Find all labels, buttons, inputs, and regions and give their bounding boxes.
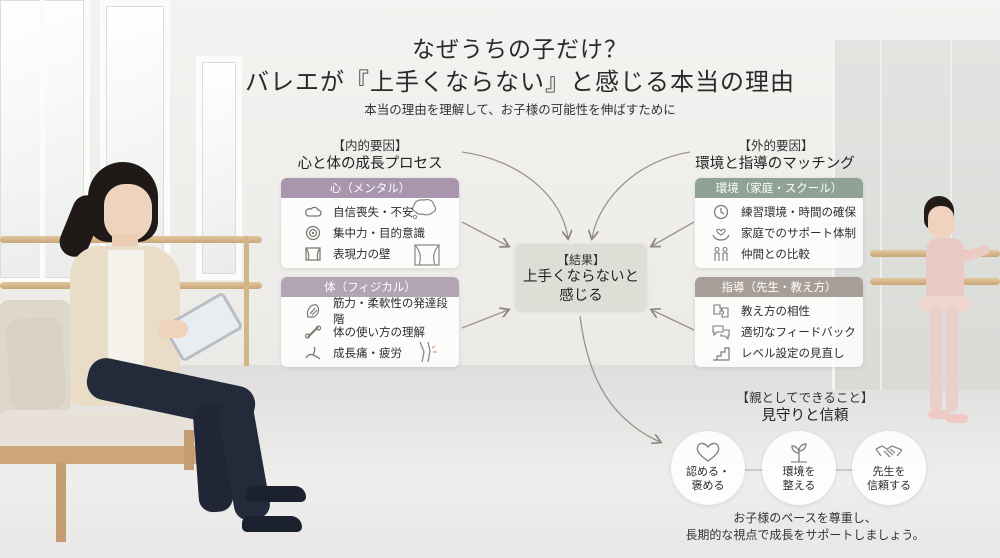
teaching-item: 適切なフィードバック	[695, 321, 863, 342]
parent-section-title: 見守りと信頼	[761, 408, 849, 424]
result-line-2: 感じる	[559, 288, 603, 304]
muscle-icon	[303, 303, 323, 319]
body-item: 成長痛・疲労	[281, 342, 459, 363]
thought-bubble-icon	[410, 198, 438, 220]
teaching-item-label: 適切なフィードバック	[741, 324, 856, 339]
sofa	[0, 410, 200, 448]
external-factors-tag: 【外的要因】	[738, 138, 814, 153]
stage-icon	[303, 246, 323, 262]
mind-item: 集中力・目的意識	[281, 222, 459, 243]
stairs-icon	[711, 345, 731, 361]
mind-item: 表現力の壁	[281, 243, 459, 264]
footer-message: お子様のペースを尊重し、 長期的な視点で成長をサポートしましょう。	[685, 511, 925, 542]
arrow-external-title-to-result	[592, 151, 691, 238]
environment-item: 練習環境・時間の確保	[695, 201, 863, 222]
result-box: 【結果】 上手くならないと 感じる	[516, 244, 646, 310]
result-line-1: 上手くならないと	[523, 269, 639, 285]
environment-item: 仲間との比較	[695, 243, 863, 264]
arrow-result-to-parent	[579, 315, 660, 442]
body-card-header: 体（フィジカル）	[281, 277, 459, 297]
body-item-label: 筋力・柔軟性の発達段階	[332, 295, 448, 326]
environment-item: 家庭でのサポート体制	[695, 222, 863, 243]
body-item: 体の使い方の理解	[281, 321, 459, 342]
knee-icon	[414, 340, 438, 364]
circle-praise: 認める・ 褒める	[671, 431, 745, 505]
external-factors-title: 環境と指導のマッチング	[695, 156, 855, 172]
parent-section-tag: 【親としてできること】	[736, 390, 874, 405]
heart-icon	[694, 441, 722, 463]
mind-card: 心（メンタル） 自信喪失・不安 集中力・目的意識 表現力の壁	[281, 178, 459, 268]
teaching-item: レベル設定の見直し	[695, 342, 863, 363]
arrow-body-to-result	[461, 310, 508, 329]
circle-environment: 環境を 整える	[762, 431, 836, 505]
mind-card-header: 心（メンタル）	[281, 178, 459, 198]
arrow-environment-to-result	[652, 221, 695, 246]
peers-icon	[711, 246, 731, 262]
circle-trust: 先生を 信頼する	[852, 431, 926, 505]
arrow-internal-title-to-result	[461, 151, 568, 238]
environment-item-label: 家庭でのサポート体制	[741, 225, 856, 240]
mind-item-label: 自信喪失・不安	[333, 204, 414, 219]
internal-factors-tag: 【内的要因】	[332, 138, 408, 153]
environment-card: 環境（家庭・スクール） 練習環境・時間の確保 家庭でのサポート体制 仲間との比較	[695, 178, 863, 268]
body-item-label: 体の使い方の理解	[333, 324, 425, 339]
teaching-item: 教え方の相性	[695, 300, 863, 321]
title-line-2: バレエが『上手くならない』と感じる本当の理由	[245, 68, 795, 96]
puzzle-icon	[711, 303, 731, 319]
body-item-label: 成長痛・疲労	[333, 345, 402, 360]
circle-label: 先生を 信頼する	[867, 465, 911, 492]
body-item: 筋力・柔軟性の発達段階	[281, 296, 459, 326]
arrow-mind-to-result	[461, 221, 508, 246]
subtitle: 本当の理由を理解して、お子様の可能性を伸ばすために	[364, 102, 676, 117]
target-icon	[303, 225, 323, 241]
mind-item: 自信喪失・不安	[281, 201, 459, 222]
handshake-icon	[875, 441, 903, 463]
result-tag: 【結果】	[556, 253, 605, 267]
bone-icon	[303, 324, 323, 340]
sprout-icon	[785, 441, 813, 463]
internal-factors-title: 心と体の成長プロセス	[297, 156, 443, 172]
environment-card-header: 環境（家庭・スクール）	[695, 178, 863, 198]
body-card: 体（フィジカル） 筋力・柔軟性の発達段階 体の使い方の理解 成長痛・疲労	[281, 277, 459, 367]
teaching-item-label: 教え方の相性	[741, 303, 810, 318]
circle-label: 認める・ 褒める	[686, 465, 730, 492]
family-icon	[711, 225, 731, 241]
cloud-icon	[303, 204, 323, 220]
mind-item-label: 表現力の壁	[333, 246, 391, 261]
mind-item-label: 集中力・目的意識	[333, 225, 425, 240]
teaching-card-header: 指導（先生・教え方）	[695, 277, 863, 297]
teaching-item-label: レベル設定の見直し	[741, 345, 845, 360]
environment-item-label: 仲間との比較	[741, 246, 810, 261]
teaching-card: 指導（先生・教え方） 教え方の相性 適切なフィードバック レベル設定の見直し	[695, 277, 863, 367]
chat-icon	[711, 324, 731, 340]
arm-icon	[303, 345, 323, 361]
clock-icon	[711, 204, 731, 220]
title-line-1: なぜうちの子だけ？	[412, 37, 628, 63]
curtain-icon	[414, 244, 440, 266]
environment-item-label: 練習環境・時間の確保	[741, 204, 856, 219]
circle-label: 環境を 整える	[782, 465, 816, 492]
arrow-teaching-to-result	[652, 310, 695, 331]
